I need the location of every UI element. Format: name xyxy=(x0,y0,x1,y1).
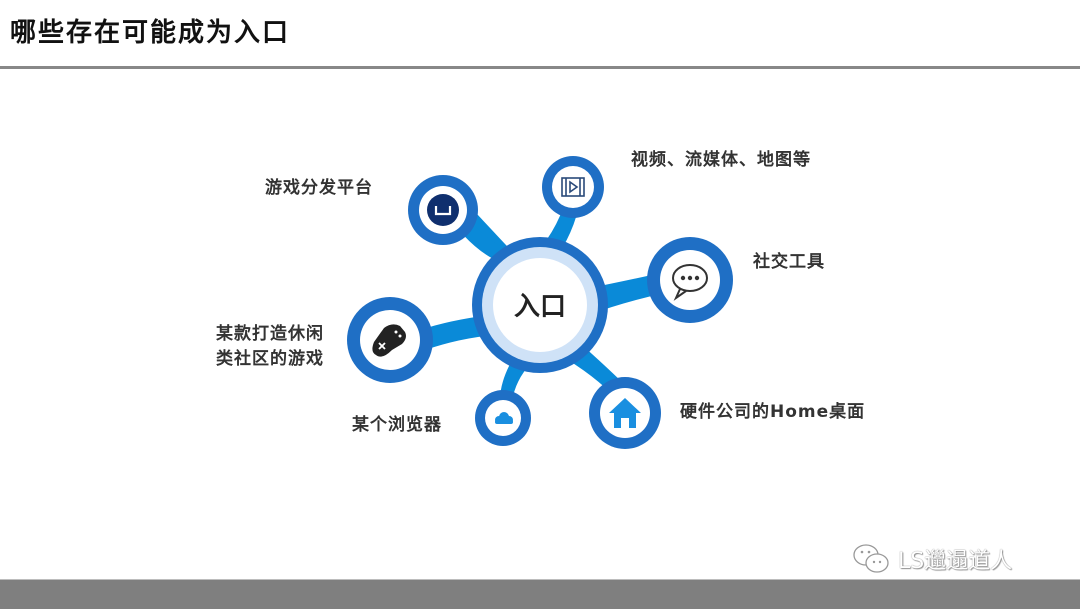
node-casual-game xyxy=(347,297,433,383)
footer-bar xyxy=(0,579,1080,609)
node-game-platform xyxy=(408,175,478,245)
label-browser: 某个浏览器 xyxy=(352,415,442,435)
chat-bubble-icon xyxy=(672,264,708,301)
label-game-platform: 游戏分发平台 xyxy=(265,178,373,198)
gamepad-icon xyxy=(372,324,406,357)
label-social: 社交工具 xyxy=(753,252,825,272)
node-video xyxy=(542,156,604,218)
title-divider xyxy=(0,66,1080,69)
label-casual-game-line-1: 某款打造休闲 xyxy=(216,324,324,344)
node-home xyxy=(589,377,661,449)
page-title: 哪些存在可能成为入口 xyxy=(10,18,291,48)
wechat-icon xyxy=(853,544,889,573)
game-platform-icon xyxy=(427,194,459,226)
label-casual-game-line-2: 类社区的游戏 xyxy=(216,349,324,369)
label-home: 硬件公司的Home桌面 xyxy=(680,402,866,422)
node-social xyxy=(647,237,733,323)
label-video: 视频、流媒体、地图等 xyxy=(631,150,811,170)
video-film-icon xyxy=(561,177,585,197)
watermark: LS邋遢道人 xyxy=(852,542,1012,576)
cloud-icon xyxy=(495,412,513,424)
home-icon xyxy=(609,398,641,428)
center-label: 入口 xyxy=(514,292,566,322)
watermark-text: LS邋遢道人 xyxy=(898,549,1013,574)
center-node xyxy=(472,237,608,373)
label-casual-game: 某款打造休闲 类社区的游戏 xyxy=(216,322,324,372)
node-browser xyxy=(475,390,531,446)
